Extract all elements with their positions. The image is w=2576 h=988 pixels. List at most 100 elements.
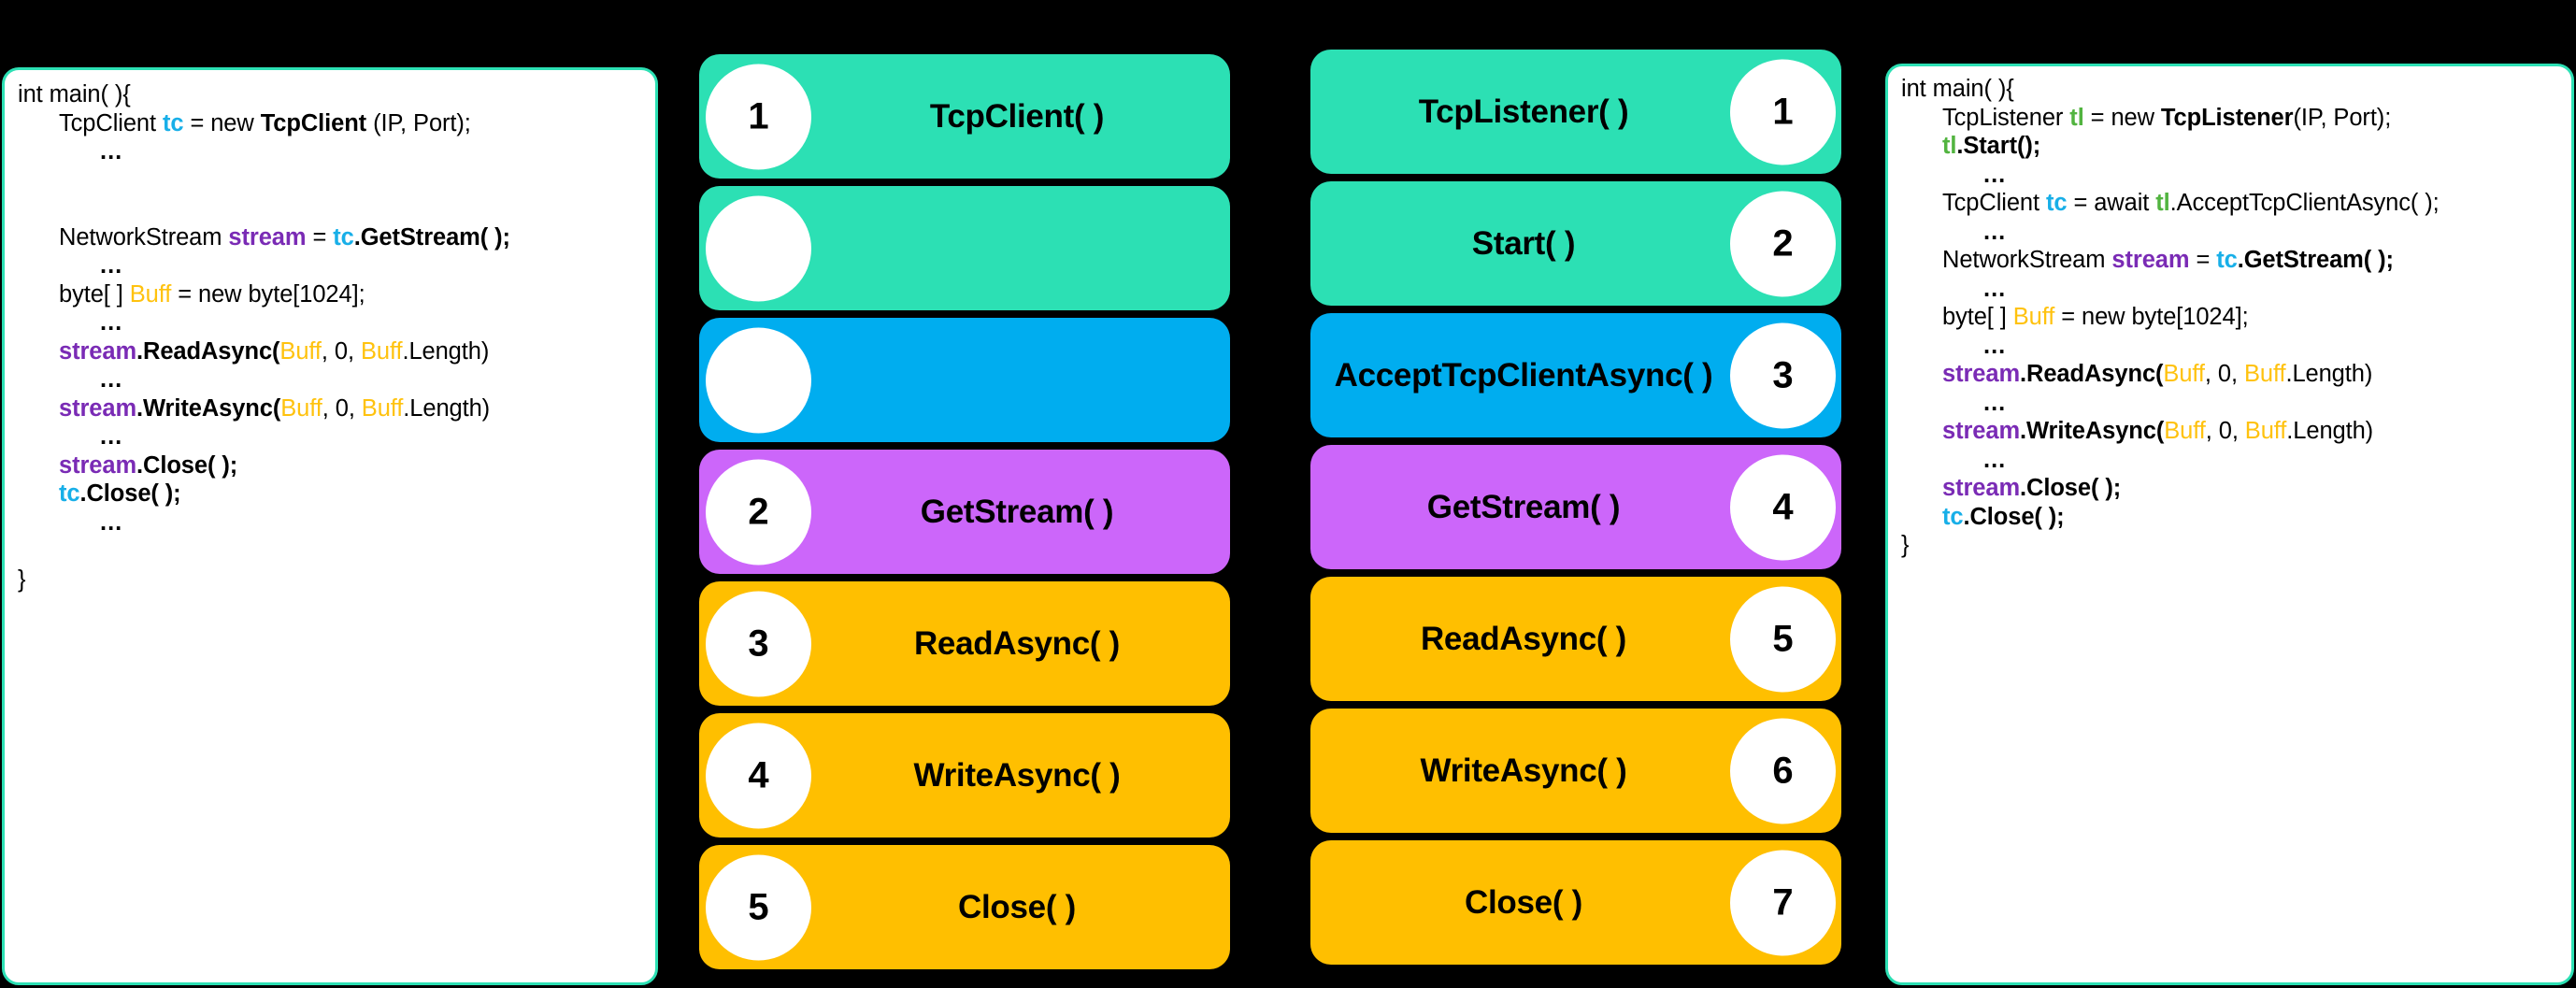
code-line: ... xyxy=(18,252,638,283)
step-label: Start( ) xyxy=(1471,224,1576,262)
code-line: stream.ReadAsync(Buff, 0, Buff.Length) xyxy=(18,337,638,369)
step-number-badge: 5 xyxy=(1730,586,1836,692)
code-token: ... xyxy=(100,252,123,279)
code-token: .WriteAsync( xyxy=(136,394,281,422)
code-token: .Length) xyxy=(2285,361,2373,387)
code-token: (IP, Port); xyxy=(366,109,471,136)
step-label: AcceptTcpClientAsync( ) xyxy=(1334,356,1713,394)
code-line: } xyxy=(1901,532,2555,563)
code-line: TcpListener tl = new TcpListener(IP, Por… xyxy=(1901,104,2555,136)
step-number-badge: 1 xyxy=(706,64,811,169)
code-token: .ReadAsync( xyxy=(136,337,280,365)
code-token: stream xyxy=(1942,361,2021,387)
code-token: Buff xyxy=(2164,418,2206,444)
code-token: tl xyxy=(2069,104,2084,131)
code-line: ... xyxy=(1901,448,2555,478)
code-token: } xyxy=(1901,532,1910,558)
step-pill[interactable]: 2 Start( ) xyxy=(1310,181,1841,306)
step-number-badge xyxy=(706,195,811,301)
step-number-badge: 3 xyxy=(706,591,811,696)
code-token: stream xyxy=(1942,475,2021,501)
code-token: tc xyxy=(59,480,80,507)
client-code-body: int main( ){TcpClient tc = new TcpClient… xyxy=(5,70,655,596)
step-label: TcpClient( ) xyxy=(929,97,1105,135)
code-token: } xyxy=(18,566,26,593)
code-token: stream xyxy=(1942,418,2021,444)
step-pill[interactable] xyxy=(699,318,1230,442)
step-pill[interactable]: 5 ReadAsync( ) xyxy=(1310,577,1841,701)
code-token: ... xyxy=(1983,332,2007,359)
code-token: , 0, xyxy=(321,337,361,365)
step-label: GetStream( ) xyxy=(920,493,1114,530)
step-pill[interactable]: 1 TcpListener( ) xyxy=(1310,50,1841,174)
server-code-panel: int main( ){TcpListener tl = new TcpList… xyxy=(1885,64,2574,985)
code-token: , 0, xyxy=(2205,418,2245,444)
code-token: ... xyxy=(100,423,123,450)
code-token: TcpClient xyxy=(59,109,163,136)
code-token: tl xyxy=(2155,190,2170,216)
code-line: ... xyxy=(1901,391,2555,421)
code-token: Buff xyxy=(129,280,172,308)
step-label: ReadAsync( ) xyxy=(913,624,1121,662)
code-token: .GetStream( ); xyxy=(353,223,510,251)
step-pill[interactable]: 3 ReadAsync( ) xyxy=(699,581,1230,706)
code-token: = new byte[1024]; xyxy=(2054,304,2249,330)
server-code-body: int main( ){TcpListener tl = new TcpList… xyxy=(1888,66,2571,563)
step-number-badge: 1 xyxy=(1730,59,1836,165)
code-token: int main( ){ xyxy=(1901,76,2014,102)
code-line: ... xyxy=(18,366,638,397)
code-line xyxy=(18,539,638,568)
code-token: stream xyxy=(228,223,307,251)
code-token: = new byte[1024]; xyxy=(171,280,365,308)
code-line: ... xyxy=(1901,163,2555,193)
step-number-badge xyxy=(706,327,811,433)
code-token: ... xyxy=(100,138,123,165)
code-line: tc.Close( ); xyxy=(18,480,638,511)
code-token: .Close( ); xyxy=(2020,475,2122,501)
code-token: , 0, xyxy=(2204,361,2244,387)
code-token: ... xyxy=(1983,218,2007,245)
step-label: WriteAsync( ) xyxy=(913,756,1121,794)
step-label: ReadAsync( ) xyxy=(1420,620,1627,657)
code-token: .ReadAsync( xyxy=(2020,361,2164,387)
code-token: ... xyxy=(1983,275,2007,302)
code-line: stream.WriteAsync(Buff, 0, Buff.Length) xyxy=(1901,418,2555,449)
code-line: tl.Start(); xyxy=(1901,133,2555,164)
step-number-badge: 4 xyxy=(706,723,811,828)
code-line xyxy=(18,169,638,198)
code-token: byte[ ] xyxy=(1942,304,2013,330)
code-token: tl xyxy=(1942,133,1957,159)
code-token: .Length) xyxy=(402,337,490,365)
code-token: Buff xyxy=(2244,418,2287,444)
code-line: stream.Close( ); xyxy=(1901,475,2555,506)
code-token: TcpListener xyxy=(1942,104,2070,131)
step-pill[interactable]: 4 GetStream( ) xyxy=(1310,445,1841,569)
step-pill[interactable]: 5 Close( ) xyxy=(699,845,1230,969)
step-number-badge: 6 xyxy=(1730,718,1836,823)
code-token: .Close( ); xyxy=(1963,503,2065,530)
step-number-badge: 2 xyxy=(1730,191,1836,296)
step-number-badge: 4 xyxy=(1730,454,1836,560)
step-pill[interactable] xyxy=(699,186,1230,310)
code-line: NetworkStream stream = tc.GetStream( ); xyxy=(1901,248,2555,278)
code-token: stream xyxy=(59,394,137,422)
step-label: TcpListener( ) xyxy=(1418,93,1629,130)
step-label: Close( ) xyxy=(958,888,1076,925)
code-token: Buff xyxy=(2243,361,2286,387)
code-token: ... xyxy=(100,366,123,393)
step-pill[interactable]: 1 TcpClient( ) xyxy=(699,54,1230,179)
step-number-badge: 5 xyxy=(706,854,811,960)
client-code-panel: int main( ){TcpClient tc = new TcpClient… xyxy=(2,67,658,985)
step-label: GetStream( ) xyxy=(1426,488,1621,525)
code-token: TcpClient xyxy=(1942,190,2046,216)
code-line: stream.WriteAsync(Buff, 0, Buff.Length) xyxy=(18,394,638,426)
code-token: .Length) xyxy=(2286,418,2374,444)
step-pill[interactable]: 4 WriteAsync( ) xyxy=(699,713,1230,838)
code-line: ... xyxy=(1901,332,2555,364)
code-line: TcpClient tc = await tl.AcceptTcpClientA… xyxy=(1901,190,2555,221)
